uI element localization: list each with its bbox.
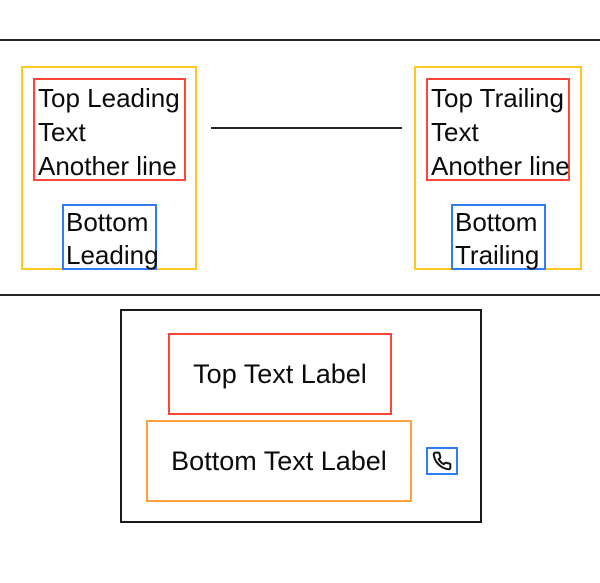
bottom-leading-text-frame: Bottom Leading: [62, 204, 159, 270]
leading-card: Top Leading Text Another line Bottom Lea…: [21, 66, 197, 270]
phone-icon: [432, 451, 452, 471]
top-text-label: Top Text Label: [168, 333, 392, 415]
bottom-trailing-text-frame: Bottom Trailing: [451, 204, 546, 270]
label-panel: Top Text Label Bottom Text Label: [120, 309, 482, 523]
bottom-text-label: Bottom Text Label: [146, 420, 412, 502]
top-leading-text-frame: Top Leading Text Another line: [33, 78, 186, 181]
top-trailing-text-frame: Top Trailing Text Another line: [426, 78, 570, 181]
phone-button[interactable]: [426, 447, 458, 475]
trailing-card: Top Trailing Text Another line Bottom Tr…: [414, 66, 582, 270]
top-divider-line: [0, 39, 600, 41]
middle-divider-line: [0, 294, 600, 296]
card-connector-line: [211, 127, 402, 129]
